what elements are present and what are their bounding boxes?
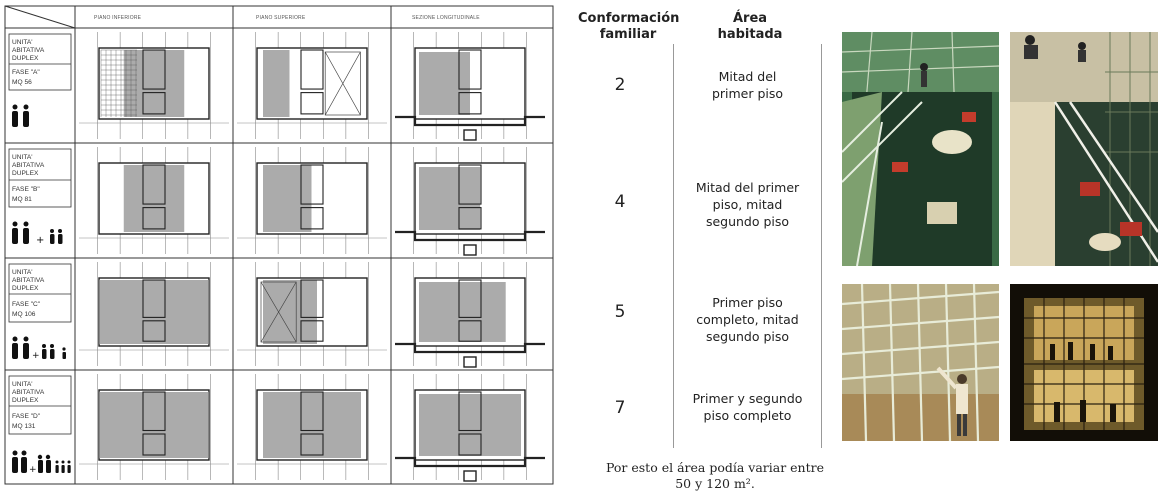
area-range-note: Por esto el área podía variar entre 50 y… [585, 460, 845, 492]
row-c-fase: FASE "C" [12, 301, 41, 308]
header-lower-floor: PIANO INFERIORE [94, 15, 142, 21]
child-icon [50, 229, 55, 244]
row-a-mq: MQ 56 [12, 79, 32, 86]
child-icon [62, 347, 66, 359]
row-b-line2: ABITATIVA [12, 162, 45, 169]
area-row-4-line1: Primer y segundo [692, 391, 803, 406]
area-row-2-line1: Mitad del primer [695, 180, 800, 195]
row-d-line1: UNITA' [12, 381, 33, 388]
divider-right [821, 44, 822, 448]
column-title-family-size: Conformación familiar [578, 11, 680, 43]
person-icon [12, 450, 18, 473]
plan-cell-r2-c2 [237, 147, 387, 254]
row-label-c: UNITA' ABITATIVA DUPLEX FASE "C" MQ 106 [8, 263, 72, 323]
plan-cell-r4-c1 [79, 374, 229, 480]
divider-left [673, 44, 674, 448]
plus-icon: + [36, 235, 44, 246]
family-size-4: 4 [614, 192, 626, 212]
family-size-pictograms: + + + [12, 104, 71, 475]
plan-cell-r3-c1 [79, 262, 229, 366]
area-text-row-4: Primer y segundo piso completo [680, 390, 815, 424]
row-a-line1: UNITA' [12, 39, 33, 46]
header-upper-floor: PIANO SUPERIORE [256, 15, 306, 21]
area-row-2-line3: segundo piso [705, 214, 790, 229]
plan-cell-r3-c3 [395, 262, 545, 368]
family-size-2: 2 [614, 75, 626, 95]
photo-interior-double-height-2 [1010, 32, 1158, 266]
family-size-5: 5 [614, 302, 626, 322]
area-row-3-line2: completo, mitad [696, 312, 799, 327]
row-d-fase: FASE "D" [12, 413, 41, 420]
row-c-line1: UNITA' [12, 269, 33, 276]
row-a-line3: DUPLEX [12, 55, 39, 62]
child-icon [42, 344, 47, 359]
photo-facade-night [1010, 284, 1158, 441]
child-icon [58, 229, 63, 244]
plan-cell-r3-c2 [237, 262, 387, 366]
area-text-row-1: Mitad del primer piso [680, 68, 815, 102]
row-label-b: UNITA' ABITATIVA DUPLEX FASE "B" MQ 81 [8, 148, 72, 208]
column-title-inhabited-area-line1: Área [732, 11, 768, 26]
row-b-fase: FASE "B" [12, 186, 40, 193]
child-icon [55, 460, 59, 473]
header-section: SEZIONE LONGITUDINALE [412, 15, 480, 21]
column-title-inhabited-area: Área habitada [700, 11, 800, 43]
plan-cell-r2-c3 [395, 147, 545, 256]
area-row-4-line2: piso completo [703, 408, 792, 423]
person-icon [21, 450, 27, 473]
plan-cell-r4-c2 [237, 374, 387, 480]
area-row-1-line2: primer piso [711, 86, 784, 101]
row-c-line3: DUPLEX [12, 285, 39, 292]
plan-drawings [79, 32, 545, 482]
row-label-a: UNITA' ABITATIVA DUPLEX FASE "A" MQ 56 [8, 33, 72, 91]
plan-cell-r1-c3 [395, 32, 545, 141]
column-title-family-size-line2: familiar [599, 27, 657, 42]
plan-cell-r1-c1 [79, 32, 229, 139]
row-label-d: UNITA' ABITATIVA DUPLEX FASE "D" MQ 131 [8, 375, 72, 435]
row-b-line3: DUPLEX [12, 170, 39, 177]
row-a-fase: FASE "A" [12, 69, 40, 76]
child-icon [67, 460, 71, 473]
plus-icon: + [32, 351, 40, 361]
plan-cell-r2-c1 [79, 147, 229, 254]
column-title-family-size-line1: Conformación [578, 11, 680, 26]
family-size-7: 7 [614, 398, 626, 418]
area-text-row-2: Mitad del primer piso, mitad segundo pis… [680, 179, 815, 230]
person-icon [12, 104, 18, 127]
row-b-line1: UNITA' [12, 154, 33, 161]
area-row-3-line3: segundo piso [705, 329, 790, 344]
child-icon [50, 344, 55, 359]
person-icon [12, 336, 18, 359]
plus-icon: + [29, 465, 37, 475]
photo-facade-grid-daytime [842, 284, 999, 441]
child-icon [45, 454, 51, 473]
area-row-2-line2: piso, mitad [712, 197, 783, 212]
photo-interior-double-height-1 [842, 32, 999, 266]
row-a-line2: ABITATIVA [12, 47, 45, 54]
area-text-row-3: Primer piso completo, mitad segundo piso [680, 294, 815, 345]
area-range-note-line2: 50 y 120 m². [675, 476, 755, 491]
row-d-mq: MQ 131 [12, 423, 36, 430]
column-title-inhabited-area-line2: habitada [717, 27, 783, 42]
area-row-1-line1: Mitad del [718, 69, 777, 84]
plan-cell-r4-c3 [395, 374, 545, 482]
child-icon [37, 454, 43, 473]
row-b-mq: MQ 81 [12, 196, 32, 203]
row-d-line3: DUPLEX [12, 397, 39, 404]
person-icon [23, 336, 29, 359]
row-c-mq: MQ 106 [12, 311, 36, 318]
person-icon [12, 221, 18, 244]
row-d-line2: ABITATIVA [12, 389, 45, 396]
area-row-3-line1: Primer piso [712, 295, 783, 310]
duplex-plans-table: PIANO INFERIORE PIANO SUPERIORE SEZIONE … [4, 5, 554, 485]
plan-cell-r1-c2 [237, 32, 387, 139]
area-range-note-line1: Por esto el área podía variar entre [605, 460, 825, 475]
person-icon [23, 221, 29, 244]
row-c-line2: ABITATIVA [12, 277, 45, 284]
person-icon [23, 104, 29, 127]
child-icon [61, 460, 65, 473]
